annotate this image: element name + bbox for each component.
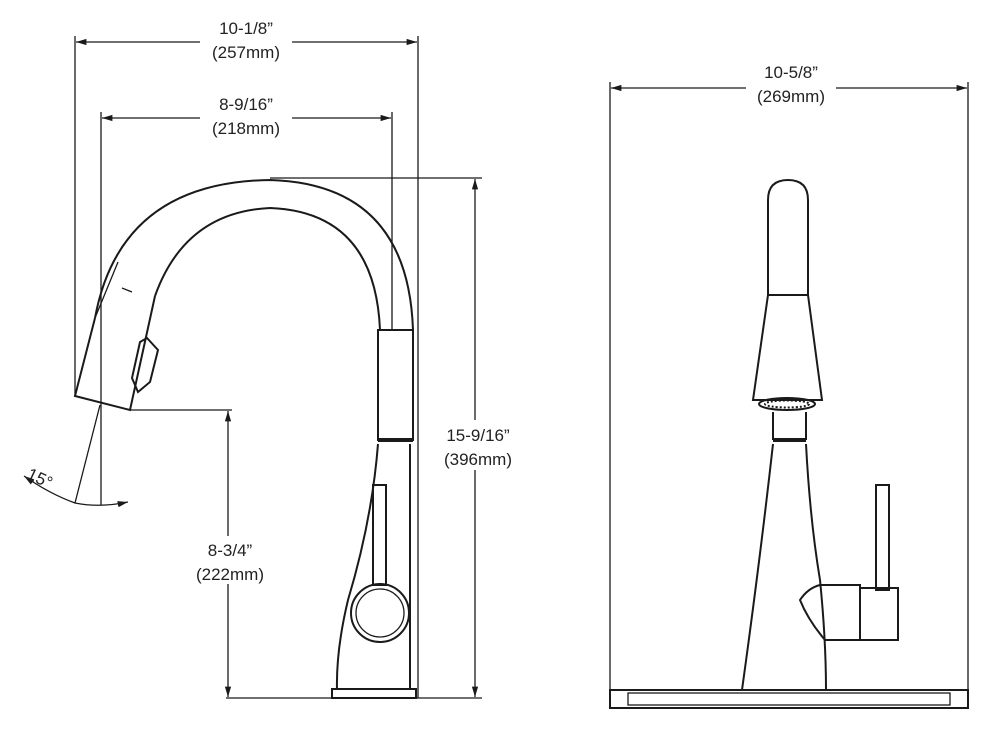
handle-lever [372,484,387,586]
faucet-front-body [609,178,969,709]
body-left [741,443,774,691]
faucet-side-body [73,178,417,699]
angle-arc [23,475,129,508]
depth-metric: (257mm) [212,43,280,62]
angle-line [74,404,101,504]
angle-label: 15° [24,464,55,492]
spray-face [758,397,816,411]
spout-inner-arc [154,206,381,331]
width-imperial: 10-5/8” [764,63,818,82]
handle-hub [859,587,899,641]
reach-imperial: 8-9/16” [219,95,273,114]
spout-top [767,178,809,295]
handle-lever [875,484,890,591]
width-metric: (269mm) [757,87,825,106]
height-metric: (396mm) [444,450,512,469]
clearance-metric: (222mm) [196,565,264,584]
handle-hub [350,583,410,643]
body-front-curve [335,443,379,691]
neck [772,412,807,440]
depth-imperial: 10-1/8” [219,19,273,38]
clearance-imperial: 8-3/4” [208,541,253,560]
spout-outer-arc [94,178,414,331]
height-imperial: 15-9/16” [446,426,510,445]
reach-metric: (218mm) [212,119,280,138]
column [377,329,414,441]
valve-housing [798,584,861,641]
spray-head [73,295,156,412]
base-plate [331,688,417,699]
deck-plate [609,689,969,709]
front-view: 10-5/8” (269mm) [609,62,969,709]
spray-head [751,294,824,401]
spray-button [130,336,160,394]
body-right [805,443,827,691]
side-view: 10-1/8” (257mm) 8-9/16” (218mm) 15-9/16”… [23,19,526,699]
